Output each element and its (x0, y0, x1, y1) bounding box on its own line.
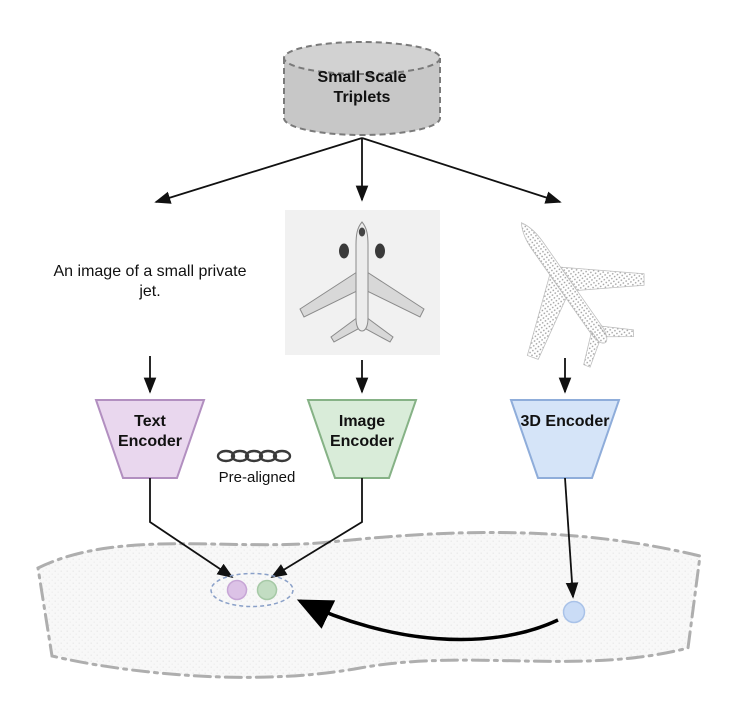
3d-encoder-label: 3D Encoder (520, 413, 610, 430)
image-encoder-label: Image Encoder (329, 413, 394, 450)
alignment-arrow (296, 599, 559, 642)
database-top (283, 41, 441, 75)
image-encoder-shape (306, 399, 418, 479)
arrow-to-text (154, 137, 363, 204)
text-sample-caption: An image of a small private jet. (53, 263, 247, 300)
text-encoder-shape (94, 399, 206, 479)
image-embedding-arrow (270, 478, 363, 578)
text-encoder-label: Text Encoder (117, 413, 182, 450)
image-sample (285, 210, 440, 355)
3d-embedding-arrow (564, 477, 579, 599)
airplane-render-icon (299, 221, 425, 343)
image-embedding-dot (256, 579, 278, 601)
dataset-arrows (154, 137, 562, 204)
database-body (283, 58, 441, 137)
pointcloud-sample (520, 222, 645, 368)
database-label: Small Scale Triplets (317, 69, 407, 106)
3d-embedding-dot (562, 600, 586, 624)
text-embedding-dot (226, 579, 248, 601)
arrow-to-3d (361, 137, 562, 204)
text-embedding-arrow (149, 478, 234, 579)
alignment-ellipse (210, 572, 294, 608)
chain-icon (216, 449, 292, 463)
embedding-space (36, 531, 702, 679)
airplane-pointcloud-icon (520, 222, 645, 368)
triplets-database (283, 41, 441, 137)
prealigned-label: Pre-aligned (218, 469, 296, 486)
embedding-arrows (149, 477, 579, 599)
modality-arrows (143, 356, 572, 394)
3d-encoder-shape (509, 399, 621, 479)
